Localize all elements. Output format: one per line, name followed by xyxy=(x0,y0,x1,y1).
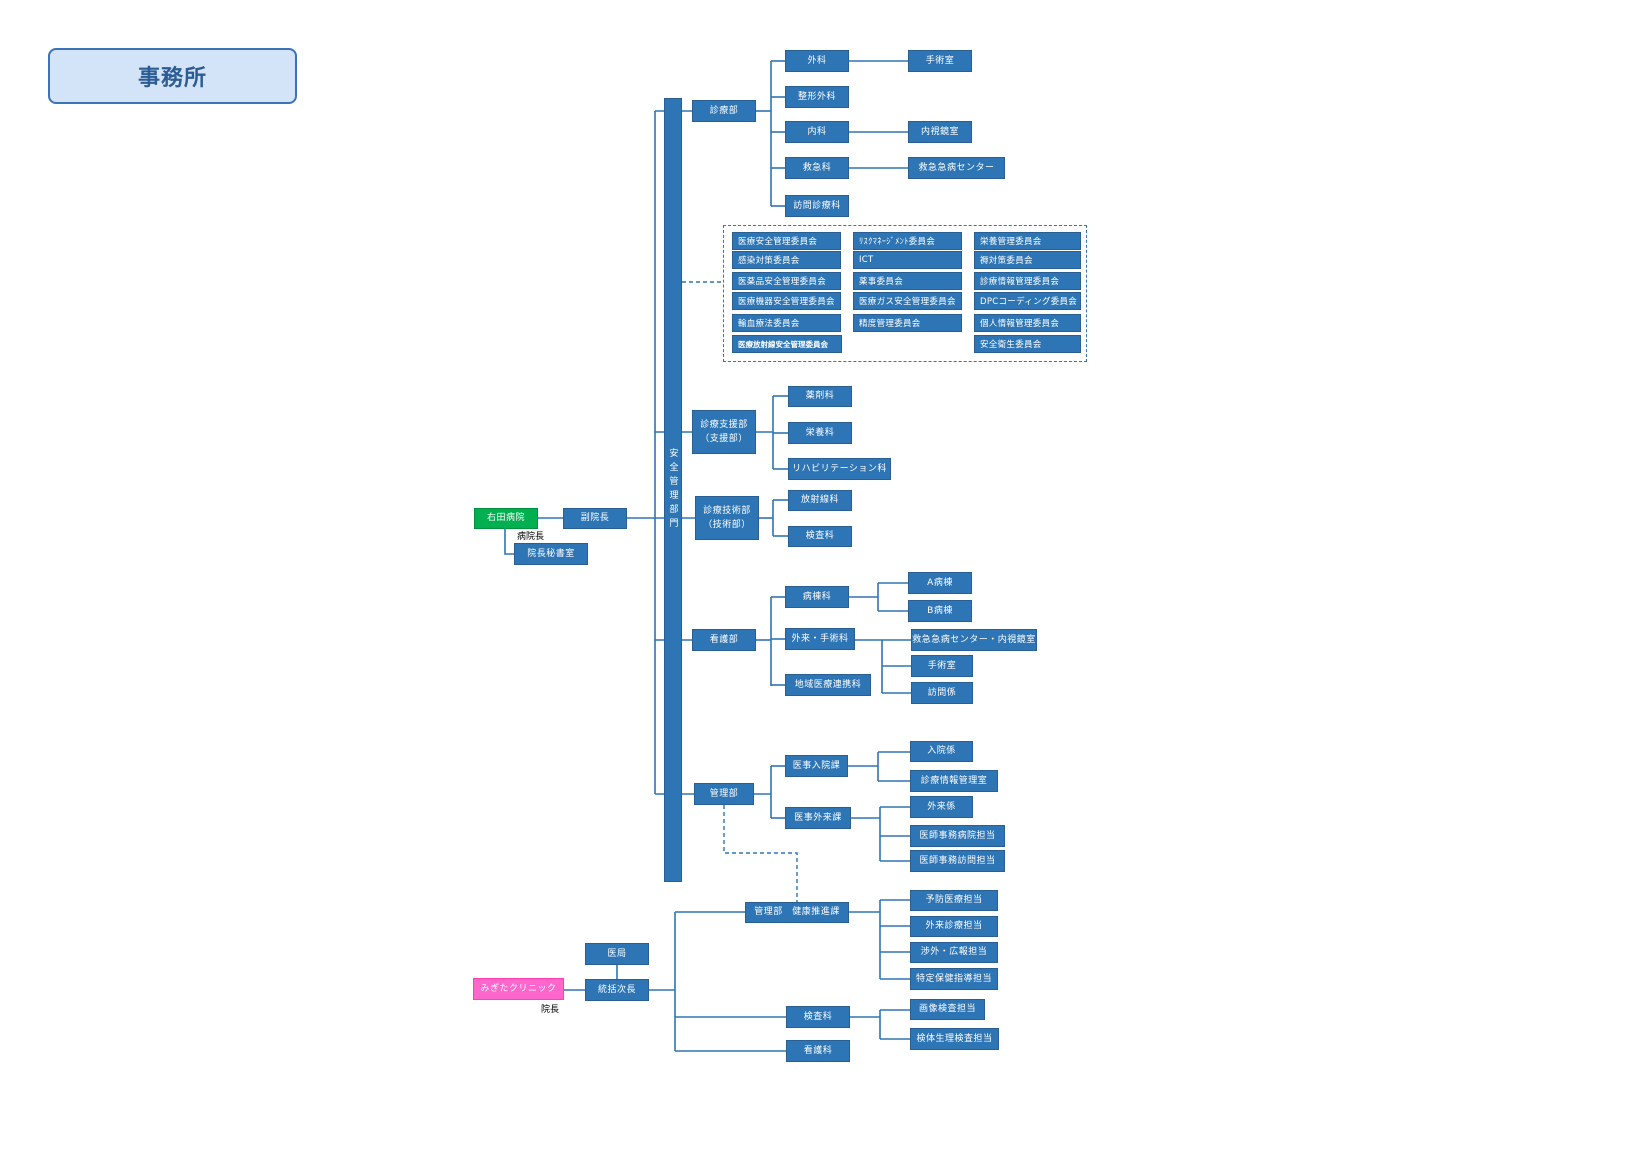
committee-node: 医療機器安全管理委員会 xyxy=(732,292,841,310)
emergency-endoscopy-node: 救急急病センター・内視鏡室 xyxy=(911,629,1037,651)
main-connectors xyxy=(504,110,723,795)
ward-node: 病棟科 xyxy=(785,586,849,608)
clerk-hospital-node: 医師事務病院担当 xyxy=(910,825,1005,847)
health-guidance-node: 特定保健指導担当 xyxy=(910,968,998,990)
support-dept-label: 診療支援部 xyxy=(700,420,748,430)
medical-office-node: 医局 xyxy=(585,943,649,965)
committee-node: 医薬品安全管理委員会 xyxy=(732,272,841,290)
committee-node: 医療放射線安全管理委員会 xyxy=(732,335,842,353)
safety-division-label: 安全管理部門 xyxy=(667,448,678,532)
general-manager-node: 統括次長 xyxy=(585,979,649,1001)
clinic-node: みぎたクリニック xyxy=(473,978,564,1000)
orthopedics-node: 整形外科 xyxy=(785,86,849,108)
emergency-center-node: 救急急病センター xyxy=(908,157,1005,179)
committee-group xyxy=(723,225,1087,362)
clinic-nursing-node: 看護科 xyxy=(786,1040,850,1062)
page-title: 事務所 xyxy=(48,48,297,104)
technical-connectors xyxy=(759,499,788,537)
internal-medicine-node: 内科 xyxy=(785,121,849,143)
medical-dept-node: 診療部 xyxy=(692,100,756,122)
ward-b-node: B病棟 xyxy=(908,600,972,622)
dashed-connector xyxy=(723,805,798,902)
secretary-office-node: 院長秘書室 xyxy=(514,543,588,565)
committee-node: 感染対策委員会 xyxy=(732,251,841,269)
committee-node: 精度管理委員会 xyxy=(853,314,962,332)
specimen-physiology-node: 検体生理検査担当 xyxy=(910,1028,999,1050)
admission-desk-node: 入院係 xyxy=(910,741,973,762)
emergency-node: 救急科 xyxy=(785,157,849,179)
outpatient-desk-node: 外来係 xyxy=(910,796,973,818)
clinic-lab-node: 検査科 xyxy=(786,1006,850,1028)
hospital-director-caption: 病院長 xyxy=(517,532,545,542)
admission-section-node: 医事入院課 xyxy=(785,755,848,777)
operating-room-node: 手術室 xyxy=(908,50,972,72)
support-dept-sublabel: （支援部） xyxy=(700,434,748,444)
operating-room-node: 手術室 xyxy=(911,655,973,677)
technical-dept-label: 診療技術部 xyxy=(703,506,751,516)
committee-node: 個人情報管理委員会 xyxy=(974,314,1081,332)
committee-node: 診療情報管理委員会 xyxy=(974,272,1081,290)
medical-connectors xyxy=(756,60,908,207)
hospital-node: 右田病院 xyxy=(474,508,538,529)
public-relations-node: 渉外・広報担当 xyxy=(910,942,998,963)
support-dept-node: 診療支援部 （支援部） xyxy=(692,410,756,454)
connector-line xyxy=(504,529,514,555)
safety-division-bar: 安全管理部門 xyxy=(664,98,682,882)
ward-a-node: A病棟 xyxy=(908,572,972,594)
committee-node: 薬事委員会 xyxy=(853,272,962,290)
nutrition-node: 栄養科 xyxy=(788,422,852,444)
laboratory-node: 検査科 xyxy=(788,526,852,547)
home-care-node: 訪問診療科 xyxy=(785,195,849,217)
home-visit-node: 訪問係 xyxy=(911,682,973,704)
nursing-dept-node: 看護部 xyxy=(692,629,756,651)
committee-node: 栄養管理委員会 xyxy=(974,232,1081,250)
endoscopy-room-node: 内視鏡室 xyxy=(908,121,972,143)
preventive-care-node: 予防医療担当 xyxy=(910,890,998,911)
technical-dept-node: 診療技術部 （技術部） xyxy=(695,496,759,540)
committee-node: 安全衛生委員会 xyxy=(974,335,1081,353)
rehabilitation-node: リハビリテーション科 xyxy=(788,458,891,480)
technical-dept-sublabel: （技術部） xyxy=(703,520,751,530)
pharmacy-node: 薬剤科 xyxy=(788,386,852,407)
outpatient-surgery-node: 外来・手術科 xyxy=(785,628,855,650)
committee-node: 医療安全管理委員会 xyxy=(732,232,841,250)
outpatient-section-node: 医事外来課 xyxy=(785,807,851,829)
committee-node: 褥対策委員会 xyxy=(974,251,1081,269)
clinic-director-caption: 院長 xyxy=(541,1005,560,1015)
vice-director-node: 副院長 xyxy=(563,508,627,529)
surgery-node: 外科 xyxy=(785,50,849,72)
committee-node: 輸血療法委員会 xyxy=(732,314,841,332)
community-liaison-node: 地域医療連携科 xyxy=(785,674,871,696)
committee-node: ﾘｽｸﾏﾈｰｼﾞﾒﾝﾄ委員会 xyxy=(853,232,962,250)
admin-connectors xyxy=(723,751,910,902)
radiology-node: 放射線科 xyxy=(788,490,852,511)
nursing-connectors xyxy=(756,582,911,694)
outpatient-care-node: 外来診療担当 xyxy=(910,916,998,937)
committee-node: DPCコーディング委員会 xyxy=(974,292,1081,310)
committee-node: 医療ガス安全管理委員会 xyxy=(853,292,962,310)
clinic-connectors xyxy=(564,899,910,1052)
committee-node: ICT xyxy=(853,251,962,269)
health-promotion-node: 管理部 健康推進課 xyxy=(745,902,849,923)
admin-dept-node: 管理部 xyxy=(694,783,754,805)
clerk-visit-node: 医師事務訪問担当 xyxy=(910,850,1005,872)
support-connectors xyxy=(756,395,788,470)
medical-records-node: 診療情報管理室 xyxy=(910,770,998,792)
imaging-node: 画像検査担当 xyxy=(910,999,985,1020)
